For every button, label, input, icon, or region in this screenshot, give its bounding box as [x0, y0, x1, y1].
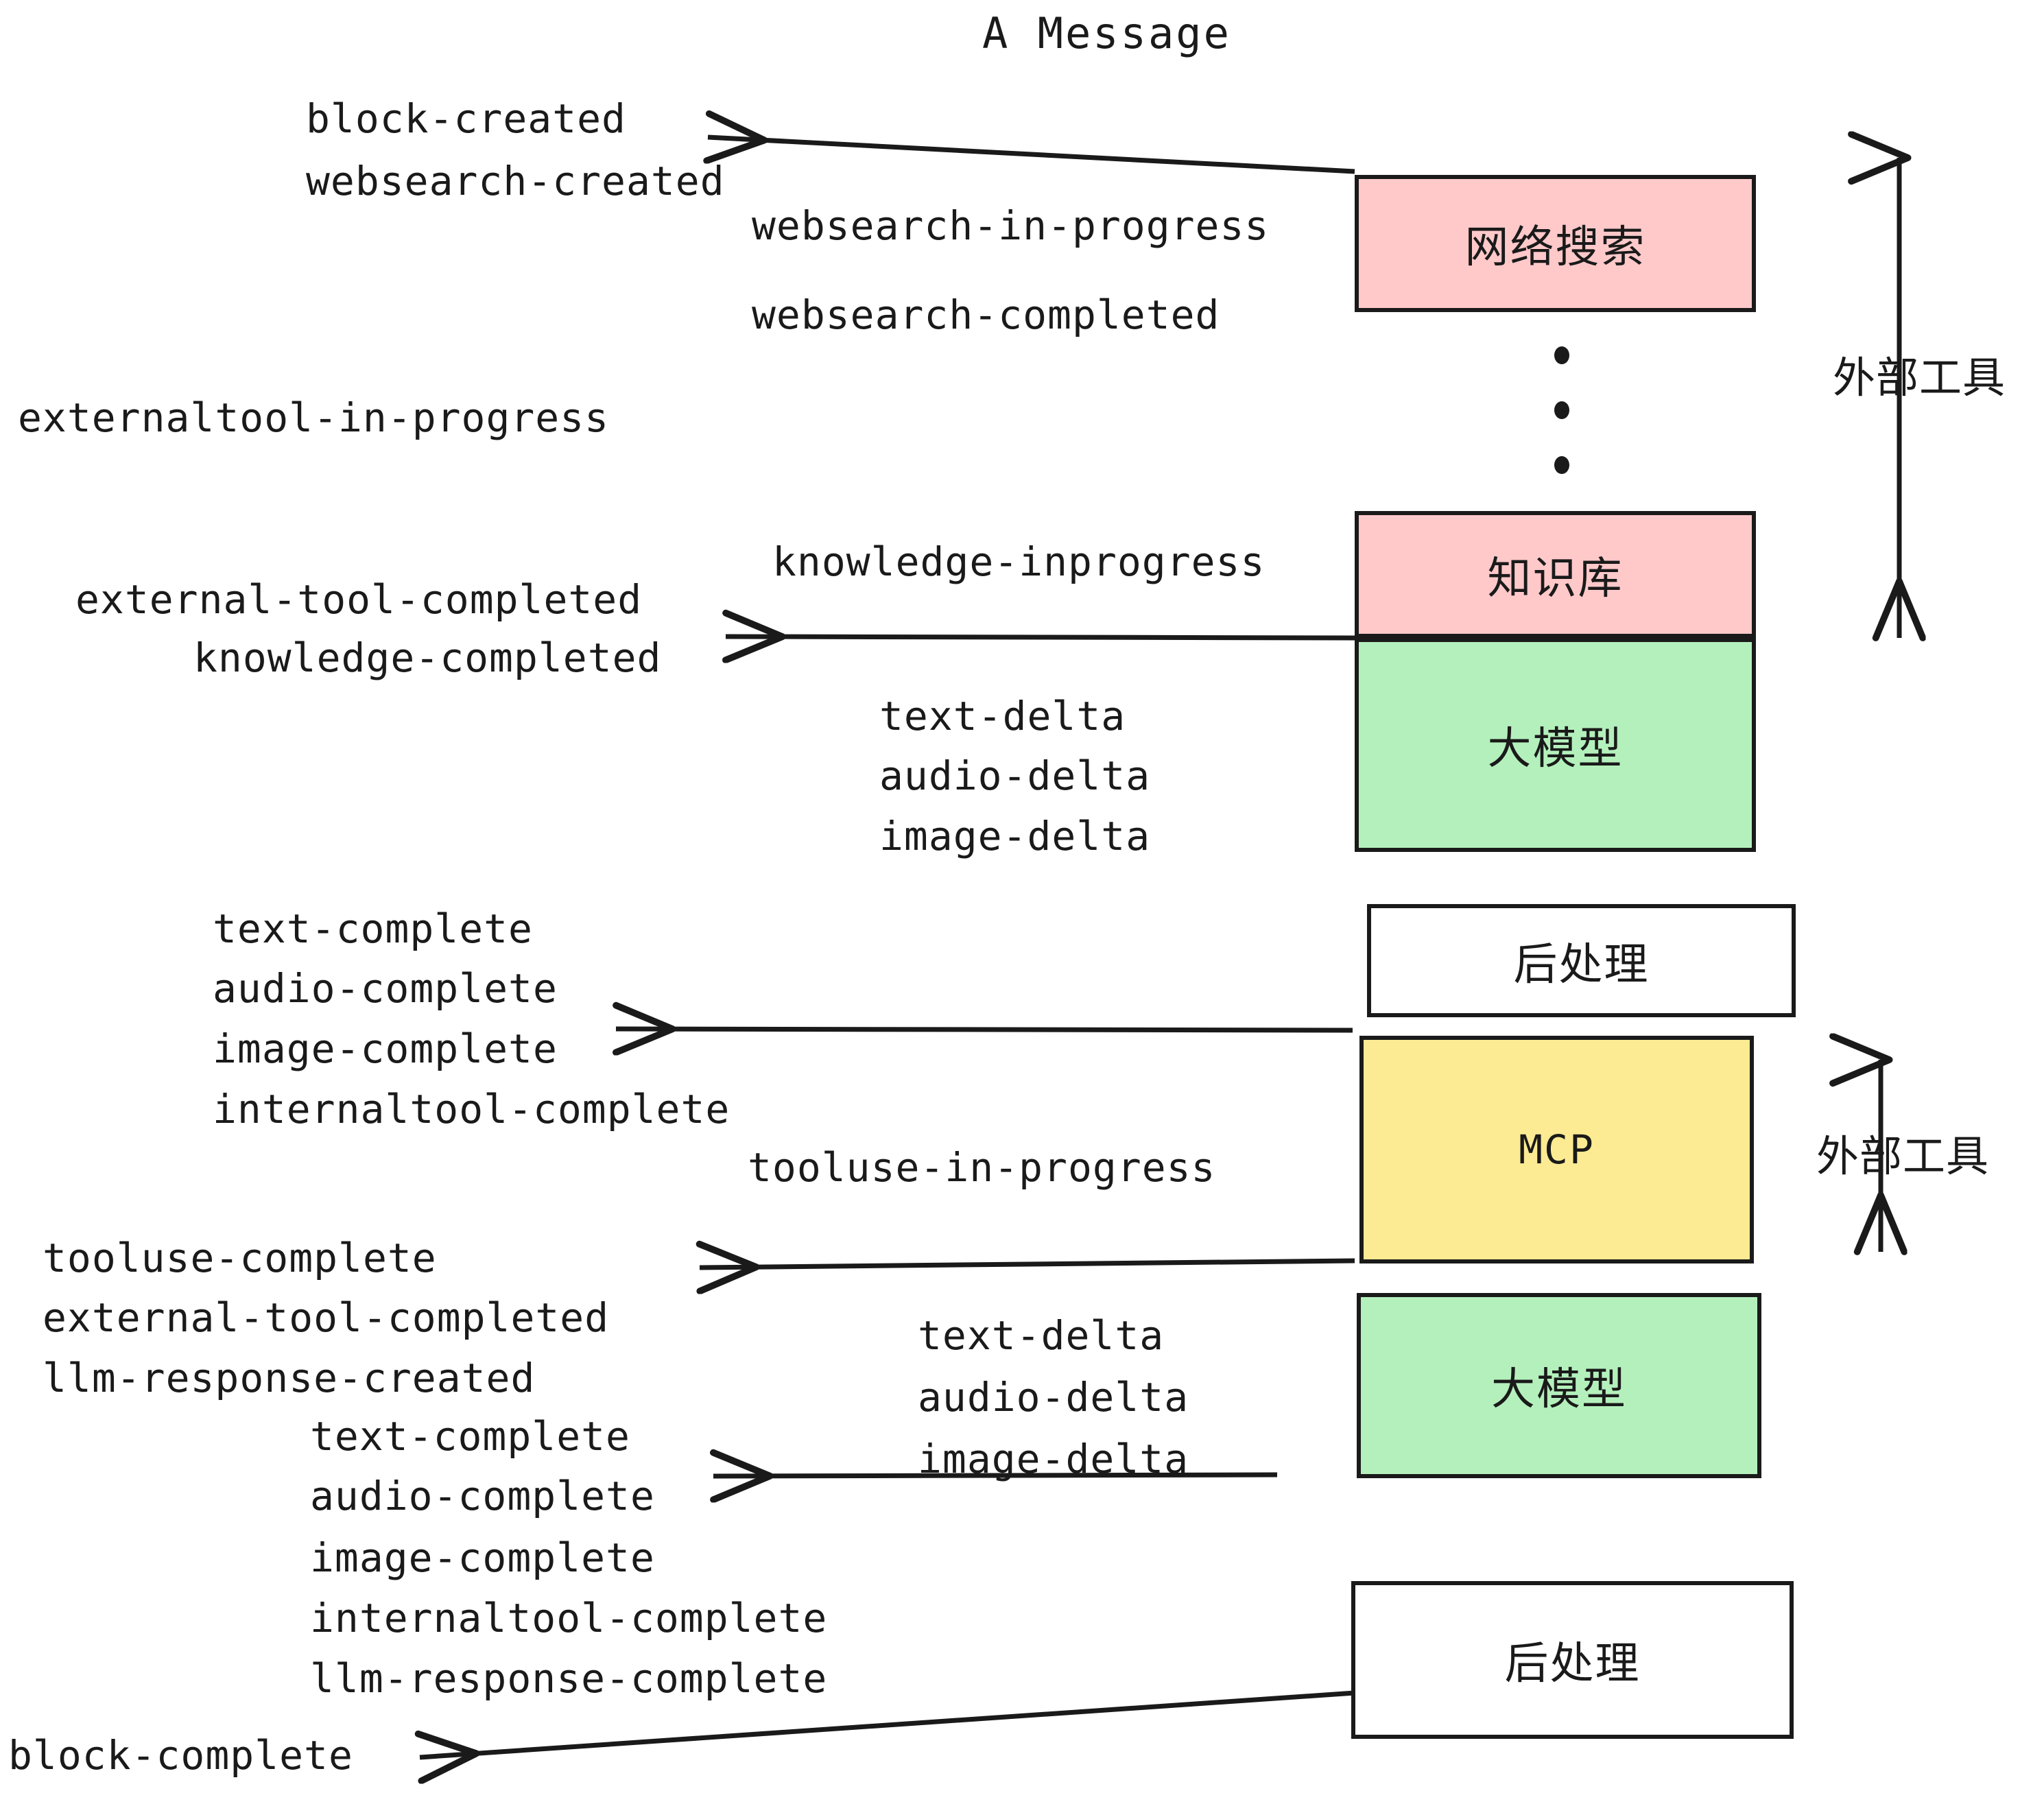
- event-websearch-created: websearch-created: [306, 158, 725, 204]
- event-audio-complete-1: audio-complete: [213, 965, 558, 1012]
- event-internaltool-complete-1: internaltool-complete: [213, 1086, 730, 1132]
- event-block-complete: block-complete: [8, 1732, 353, 1779]
- box-llm-2[interactable]: 大模型: [1357, 1293, 1761, 1478]
- event-text-complete-1: text-complete: [213, 905, 533, 952]
- ellipsis-dot-1: [1554, 346, 1569, 364]
- event-external-tool-completed-1: external-tool-completed: [75, 576, 643, 623]
- event-tooluse-complete: tooluse-complete: [43, 1235, 437, 1281]
- event-externaltool-in-progress: externaltool-in-progress: [18, 394, 610, 441]
- box-mcp-label: MCP: [1519, 1126, 1595, 1173]
- event-knowledge-inprogress: knowledge-inprogress: [772, 538, 1265, 585]
- arrow-tooluse-complete: [700, 1261, 1355, 1268]
- event-websearch-completed: websearch-completed: [752, 292, 1220, 338]
- box-knowledge[interactable]: 知识库: [1355, 511, 1756, 638]
- event-audio-complete-2: audio-complete: [310, 1473, 655, 1519]
- arrow-knowledge-completed: [726, 637, 1355, 638]
- box-mcp[interactable]: MCP: [1359, 1036, 1754, 1263]
- event-image-delta-2: image-delta: [918, 1436, 1189, 1482]
- box-postprocess-2[interactable]: 后处理: [1351, 1581, 1794, 1739]
- ellipsis-dot-3: [1554, 456, 1569, 474]
- event-knowledge-completed: knowledge-completed: [193, 634, 662, 681]
- box-postprocess-2-label: 后处理: [1504, 1639, 1641, 1689]
- box-postprocess-1-label: 后处理: [1513, 939, 1650, 990]
- event-image-complete-1: image-complete: [213, 1025, 558, 1072]
- arrow-block-complete: [420, 1690, 1355, 1757]
- side-label-external-tools-bottom: 外部工具: [1816, 1131, 1990, 1181]
- event-internaltool-complete-2: internaltool-complete: [310, 1595, 828, 1641]
- diagram-title: A Message: [982, 8, 1231, 58]
- box-llm-1-label: 大模型: [1487, 724, 1624, 774]
- ellipsis-dot-2: [1554, 401, 1569, 419]
- box-postprocess-1[interactable]: 后处理: [1367, 904, 1796, 1017]
- box-websearch[interactable]: 网络搜索: [1355, 175, 1756, 312]
- event-image-complete-2: image-complete: [310, 1534, 655, 1581]
- event-audio-delta-1: audio-delta: [879, 752, 1151, 799]
- box-llm-2-label: 大模型: [1491, 1364, 1627, 1415]
- event-tooluse-in-progress: tooluse-in-progress: [748, 1144, 1216, 1191]
- side-label-external-tools-top: 外部工具: [1833, 353, 2006, 403]
- event-llm-response-complete: llm-response-complete: [310, 1655, 828, 1702]
- event-image-delta-1: image-delta: [879, 813, 1151, 859]
- event-audio-delta-2: audio-delta: [918, 1374, 1189, 1421]
- arrow-image-complete: [616, 1029, 1353, 1030]
- event-websearch-in-progress: websearch-in-progress: [752, 202, 1270, 249]
- event-external-tool-completed-2: external-tool-completed: [43, 1294, 610, 1341]
- box-knowledge-label: 知识库: [1487, 553, 1624, 604]
- event-text-delta-1: text-delta: [879, 693, 1126, 739]
- event-text-complete-2: text-complete: [310, 1413, 630, 1460]
- arrow-block-created: [708, 137, 1355, 174]
- event-text-delta-2: text-delta: [918, 1312, 1165, 1359]
- box-llm-1[interactable]: 大模型: [1355, 638, 1756, 852]
- box-websearch-label: 网络搜索: [1464, 222, 1646, 273]
- event-llm-response-created: llm-response-created: [43, 1355, 536, 1401]
- event-block-created: block-created: [306, 95, 626, 142]
